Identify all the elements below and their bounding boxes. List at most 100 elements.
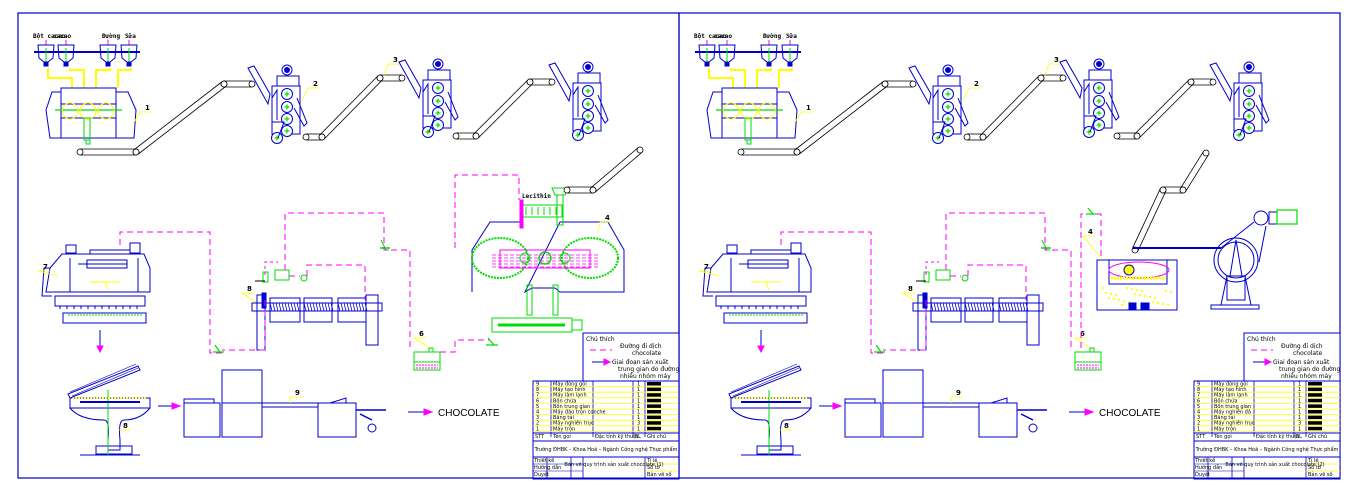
- parts-row-name: Máy đóng gói: [1214, 381, 1248, 388]
- parts-row-note: [647, 415, 661, 420]
- parts-row-name: Máy nghiền đá: [1214, 408, 1251, 416]
- callout-leader: 8: [118, 422, 130, 431]
- rect: [1074, 361, 1102, 371]
- line: [133, 81, 223, 150]
- chocolate-piping: [780, 212, 1072, 354]
- flow-arrow-down-icon: [96, 330, 104, 354]
- parts-row-qty: 1: [637, 398, 640, 404]
- line: [988, 302, 992, 312]
- component-number: 4: [605, 214, 610, 222]
- component-number: 8: [784, 422, 789, 430]
- belt-conveyor: [472, 78, 534, 140]
- belt-conveyor: [881, 80, 917, 88]
- signature-role: Thiết kế: [533, 457, 555, 464]
- callout-leader: 9: [950, 389, 963, 403]
- cooling-machine: [702, 242, 812, 324]
- mixer-screw-icon: [740, 102, 758, 120]
- rect: [571, 319, 583, 331]
- component-number: 9: [956, 389, 961, 397]
- path: [222, 300, 266, 351]
- belt-conveyor: [979, 74, 1045, 141]
- rect: [89, 249, 131, 255]
- rect: [721, 87, 778, 139]
- rect: [1243, 332, 1341, 382]
- line: [1016, 302, 1020, 312]
- parts-row-note: [647, 382, 661, 386]
- rect: [998, 297, 1028, 323]
- path: [1234, 118, 1247, 136]
- callout-leader: 6: [412, 330, 429, 348]
- center-mark-icon: [945, 116, 951, 122]
- school-name: Trường ĐHBK – Khoa Hoá – Ngành Công nghệ…: [534, 446, 678, 453]
- storage-tank: [413, 347, 441, 371]
- path: [1059, 59, 1083, 100]
- line: [954, 302, 958, 312]
- line: [967, 302, 971, 312]
- line: [269, 302, 273, 312]
- school-name: Trường ĐHBK – Khoa Hoá – Ngành Công nghệ…: [1195, 446, 1339, 453]
- line: [991, 302, 995, 312]
- mixer-screw-icon: [722, 102, 740, 120]
- leader-line: [301, 87, 320, 101]
- circle: [1093, 58, 1105, 70]
- rect: [715, 295, 807, 307]
- line: [284, 302, 288, 312]
- pump-icon: [486, 337, 498, 346]
- center-mark-icon: [945, 128, 951, 134]
- center-mark-icon: [435, 85, 441, 91]
- rect: [63, 61, 69, 67]
- arrow-icon: [603, 358, 612, 366]
- path: [41, 267, 52, 297]
- parts-row-note: [647, 410, 661, 414]
- line: [315, 302, 319, 312]
- parts-row-qty: 1: [1298, 426, 1301, 432]
- parts-row-stt: 9: [536, 382, 539, 388]
- path: [572, 85, 579, 117]
- pulley-icon: [302, 133, 310, 141]
- component-number: 7: [43, 263, 48, 271]
- line: [1013, 302, 1017, 312]
- hopper-label: Sữa: [786, 33, 797, 40]
- center-mark-icon: [935, 135, 941, 141]
- pulley-icon: [220, 80, 228, 88]
- leader-line: [412, 337, 429, 348]
- title-right-cell: Bản vẽ số: [647, 471, 672, 478]
- parts-row-name: Máy trộn: [553, 425, 575, 432]
- rect: [1088, 69, 1112, 81]
- path: [69, 363, 139, 397]
- path: [95, 68, 111, 88]
- parts-row-name: Máy nghiền trục: [553, 419, 594, 427]
- line: [361, 302, 365, 312]
- center-mark-icon: [284, 128, 290, 134]
- parts-header-cell: Ghi chú: [1308, 433, 1327, 440]
- rect: [577, 72, 601, 84]
- arrow-icon: [1264, 358, 1273, 366]
- path: [423, 408, 434, 416]
- parts-row-stt: 7: [1197, 393, 1200, 399]
- path: [1229, 239, 1243, 277]
- mixer-screw-icon: [97, 102, 115, 120]
- path: [1017, 409, 1047, 421]
- path: [777, 91, 798, 139]
- line: [287, 302, 291, 312]
- line: [930, 302, 934, 312]
- rect: [274, 269, 290, 281]
- path: [594, 94, 609, 124]
- center-mark-icon: [945, 91, 951, 97]
- packaging-line: [183, 369, 386, 438]
- sand-dot: [1138, 293, 1142, 297]
- line: [1025, 302, 1029, 312]
- rect: [413, 361, 441, 371]
- parts-row-note: [1308, 421, 1322, 425]
- path: [90, 281, 120, 291]
- hopper-icon: [57, 40, 75, 67]
- center-mark-icon: [585, 125, 591, 131]
- line: [303, 302, 307, 312]
- path: [1105, 91, 1120, 121]
- path: [757, 345, 765, 354]
- path: [271, 88, 278, 120]
- component-number: 3: [1054, 56, 1059, 64]
- path: [573, 118, 586, 136]
